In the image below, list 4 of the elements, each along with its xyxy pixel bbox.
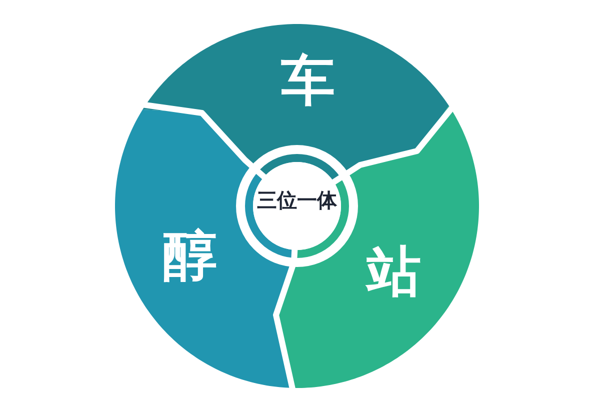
segment-label: 站 xyxy=(367,245,421,299)
segment-label: 车 xyxy=(281,54,335,108)
segment-label: 醇 xyxy=(163,229,217,283)
center-label: 三位一体 xyxy=(257,190,337,210)
